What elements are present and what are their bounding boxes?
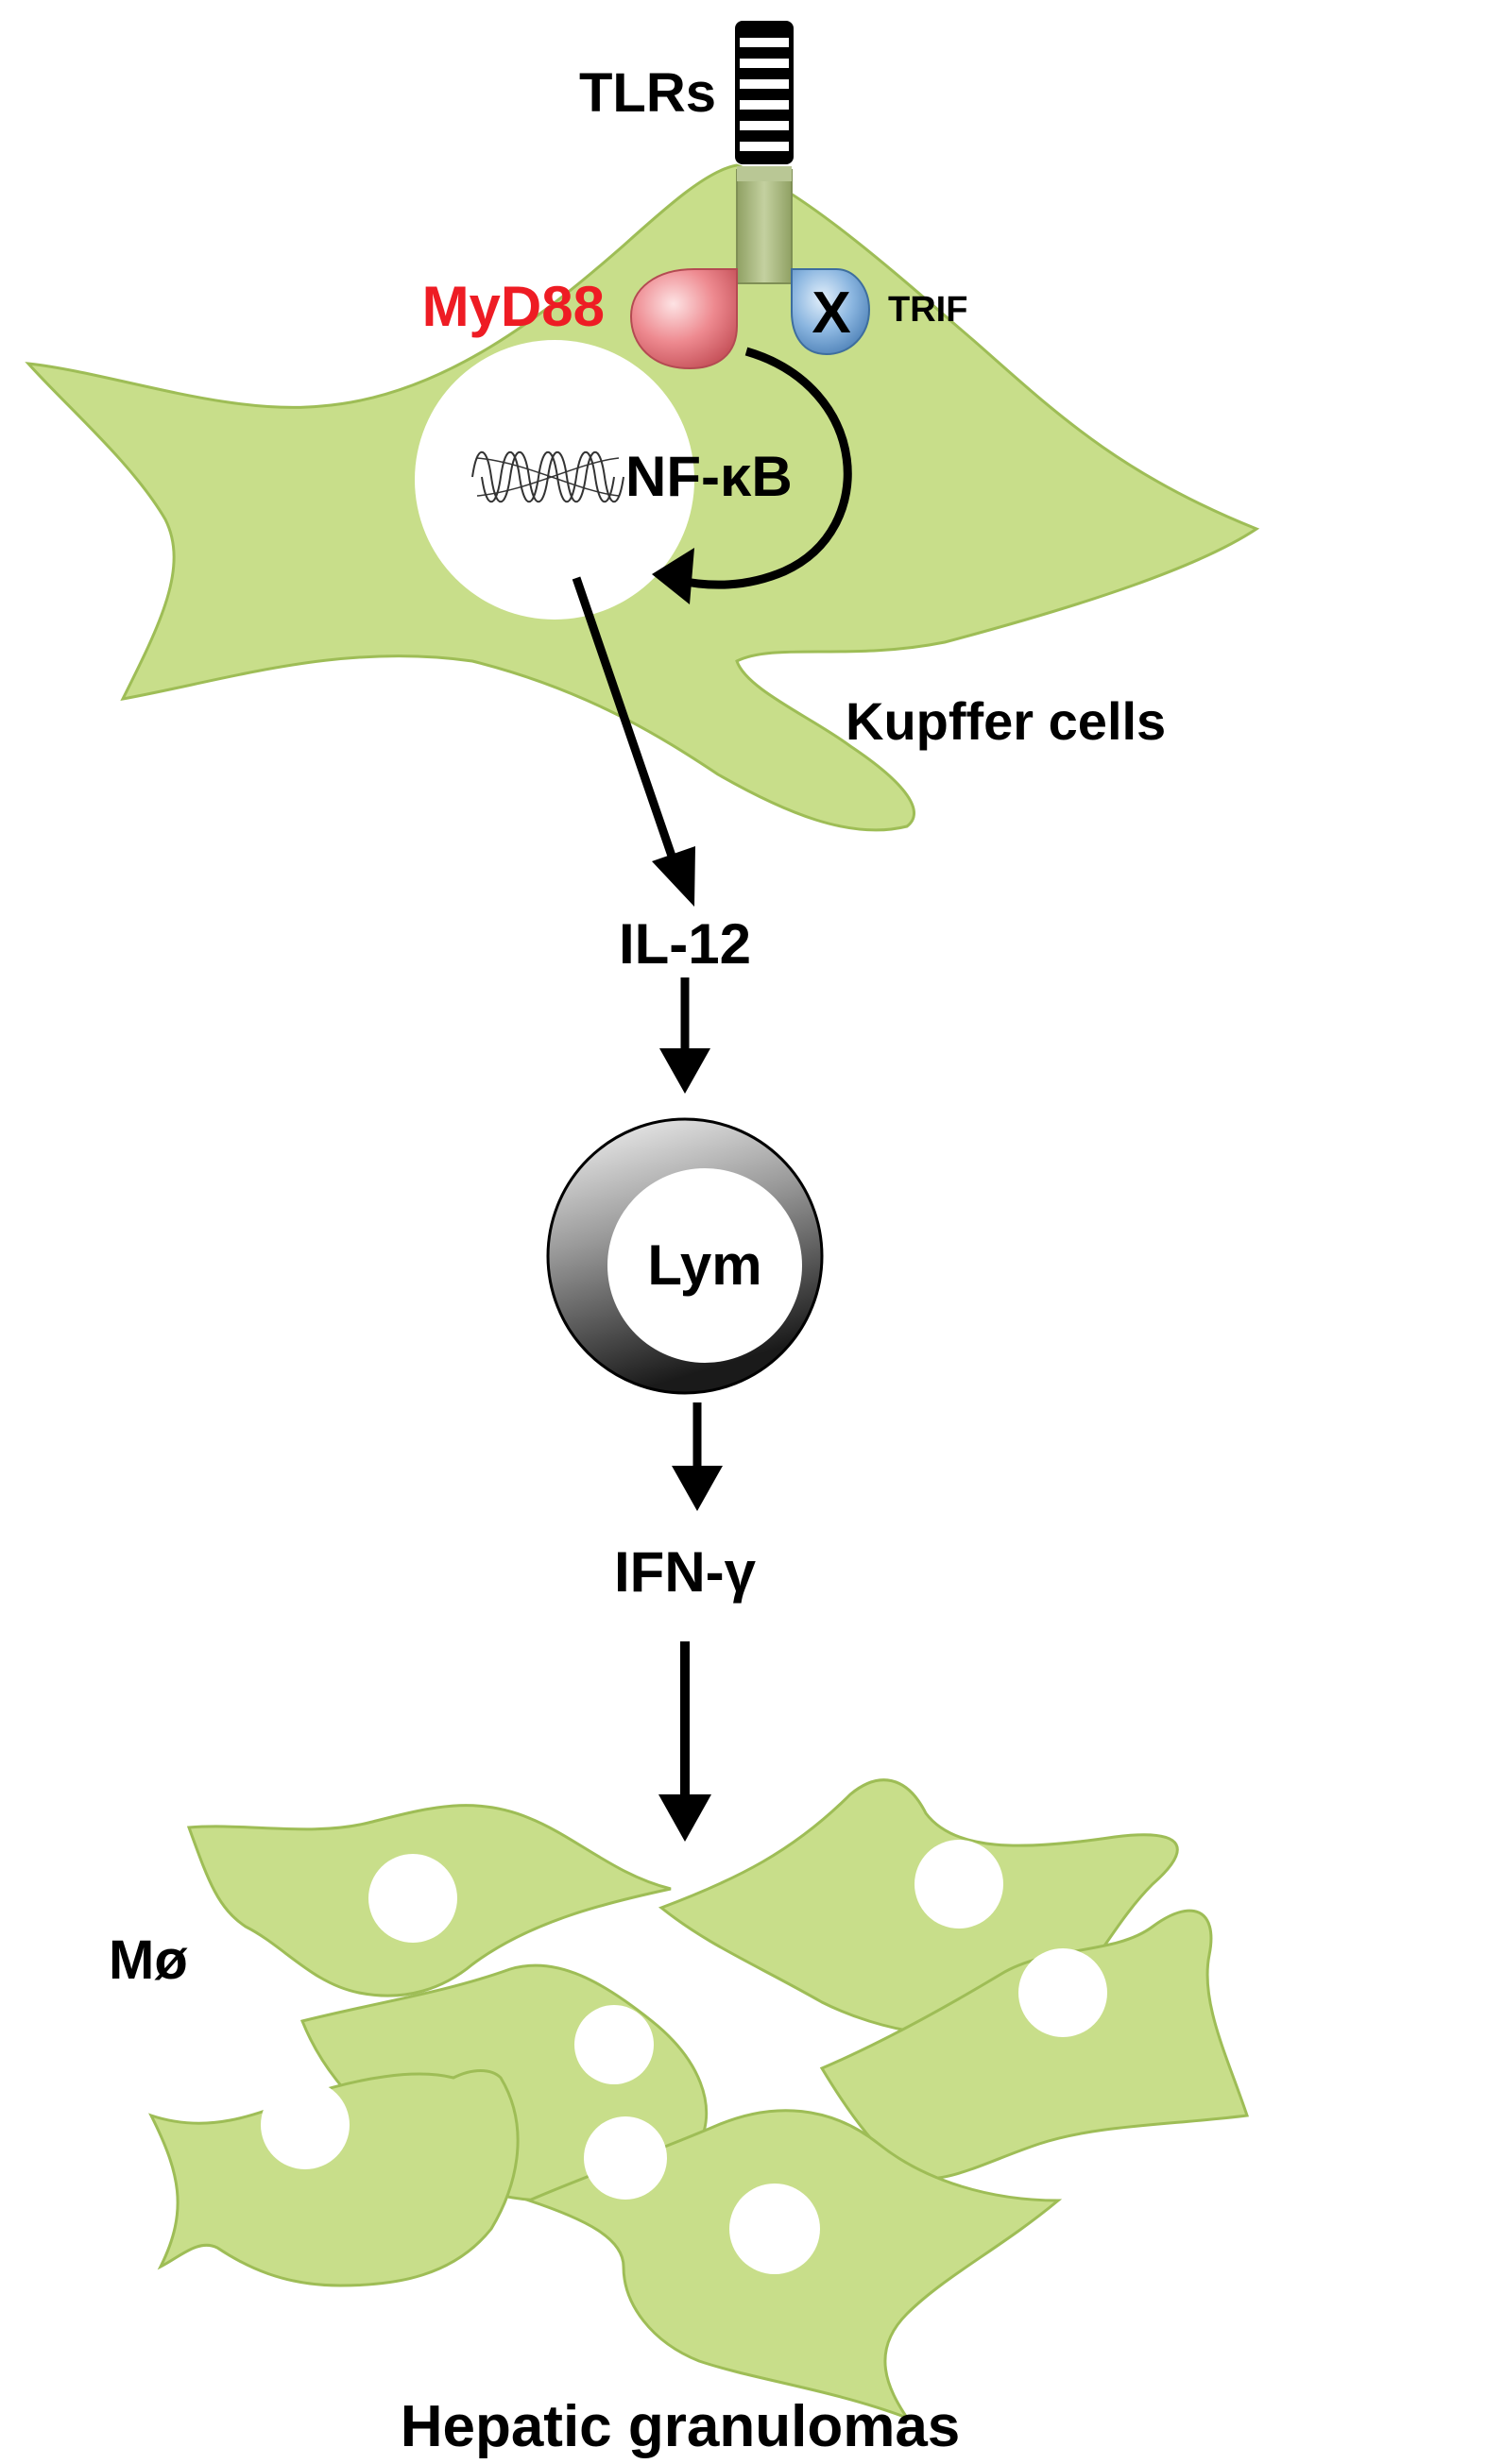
il12-to-lym-arrowhead <box>659 1048 710 1094</box>
tlrs-label: TLRs <box>579 62 716 124</box>
ifng-to-granuloma-arrowhead <box>658 1794 711 1842</box>
nfkb-label: NF-κB <box>625 445 793 508</box>
granuloma-macrophage-cluster <box>148 1778 1250 2422</box>
myd88-to-nfkb-arrow <box>675 347 852 589</box>
kupffer-nucleus <box>415 340 694 620</box>
macrophage-label: Mø <box>109 1929 188 1991</box>
myd88-label: MyD88 <box>422 275 605 338</box>
tlr-receptor-icon <box>735 21 794 164</box>
trif-block-mark: X <box>812 280 850 346</box>
hepatic-granulomas-label: Hepatic granulomas <box>401 2394 961 2459</box>
ifng-label: IFN-γ <box>614 1540 757 1604</box>
kupffer-cells-label: Kupffer cells <box>846 691 1166 751</box>
macrophage-nucleus <box>261 2081 350 2169</box>
nucleus-to-il12-arrow <box>572 576 680 869</box>
il12-label: IL-12 <box>619 912 751 976</box>
macrophage-nucleus <box>584 2116 667 2200</box>
lymphocyte-icon <box>546 1117 824 1395</box>
trif-label: TRIF <box>888 290 967 330</box>
macrophage-nucleus <box>1018 1948 1107 2037</box>
macrophage-nuclei <box>261 1840 1107 2274</box>
lym-label: Lym <box>647 1233 761 1297</box>
macrophage-nucleus <box>729 2184 820 2274</box>
myd88-to-nfkb-arrowhead <box>652 548 694 604</box>
macrophage-nucleus <box>574 2005 654 2084</box>
receptor-stalk <box>736 169 793 284</box>
dna-coil-icon <box>471 451 624 502</box>
trif-adaptor-icon <box>791 268 871 356</box>
lym-to-ifng-arrowhead <box>672 1466 723 1511</box>
myd88-adaptor-icon <box>629 268 738 370</box>
macrophage-nucleus <box>914 1840 1003 1929</box>
macrophage-nucleus <box>368 1854 457 1943</box>
receptor-stalk-join <box>737 166 792 181</box>
nucleus-to-il12-arrowhead <box>652 846 695 907</box>
